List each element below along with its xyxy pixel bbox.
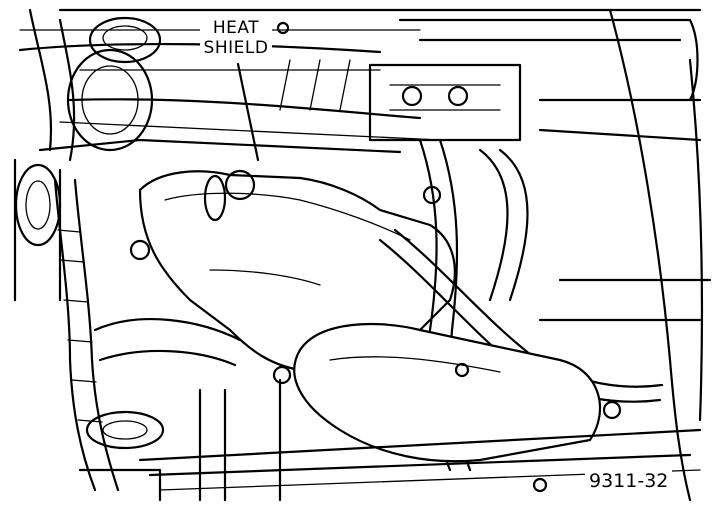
heat-shield-callout: HEAT SHIELD	[200, 18, 272, 58]
callout-leader	[236, 62, 260, 162]
callout-line-1: HEAT	[212, 18, 260, 38]
upper-right-block	[368, 18, 702, 142]
wiring-harness	[53, 178, 120, 492]
fasteners	[272, 21, 622, 493]
left-pulleys	[13, 8, 162, 302]
converter	[293, 322, 602, 463]
right-wires	[538, 8, 712, 502]
callout-line-2: SHIELD	[203, 38, 269, 58]
engine-background	[18, 8, 702, 154]
figure-id: 9311-32	[585, 470, 673, 492]
